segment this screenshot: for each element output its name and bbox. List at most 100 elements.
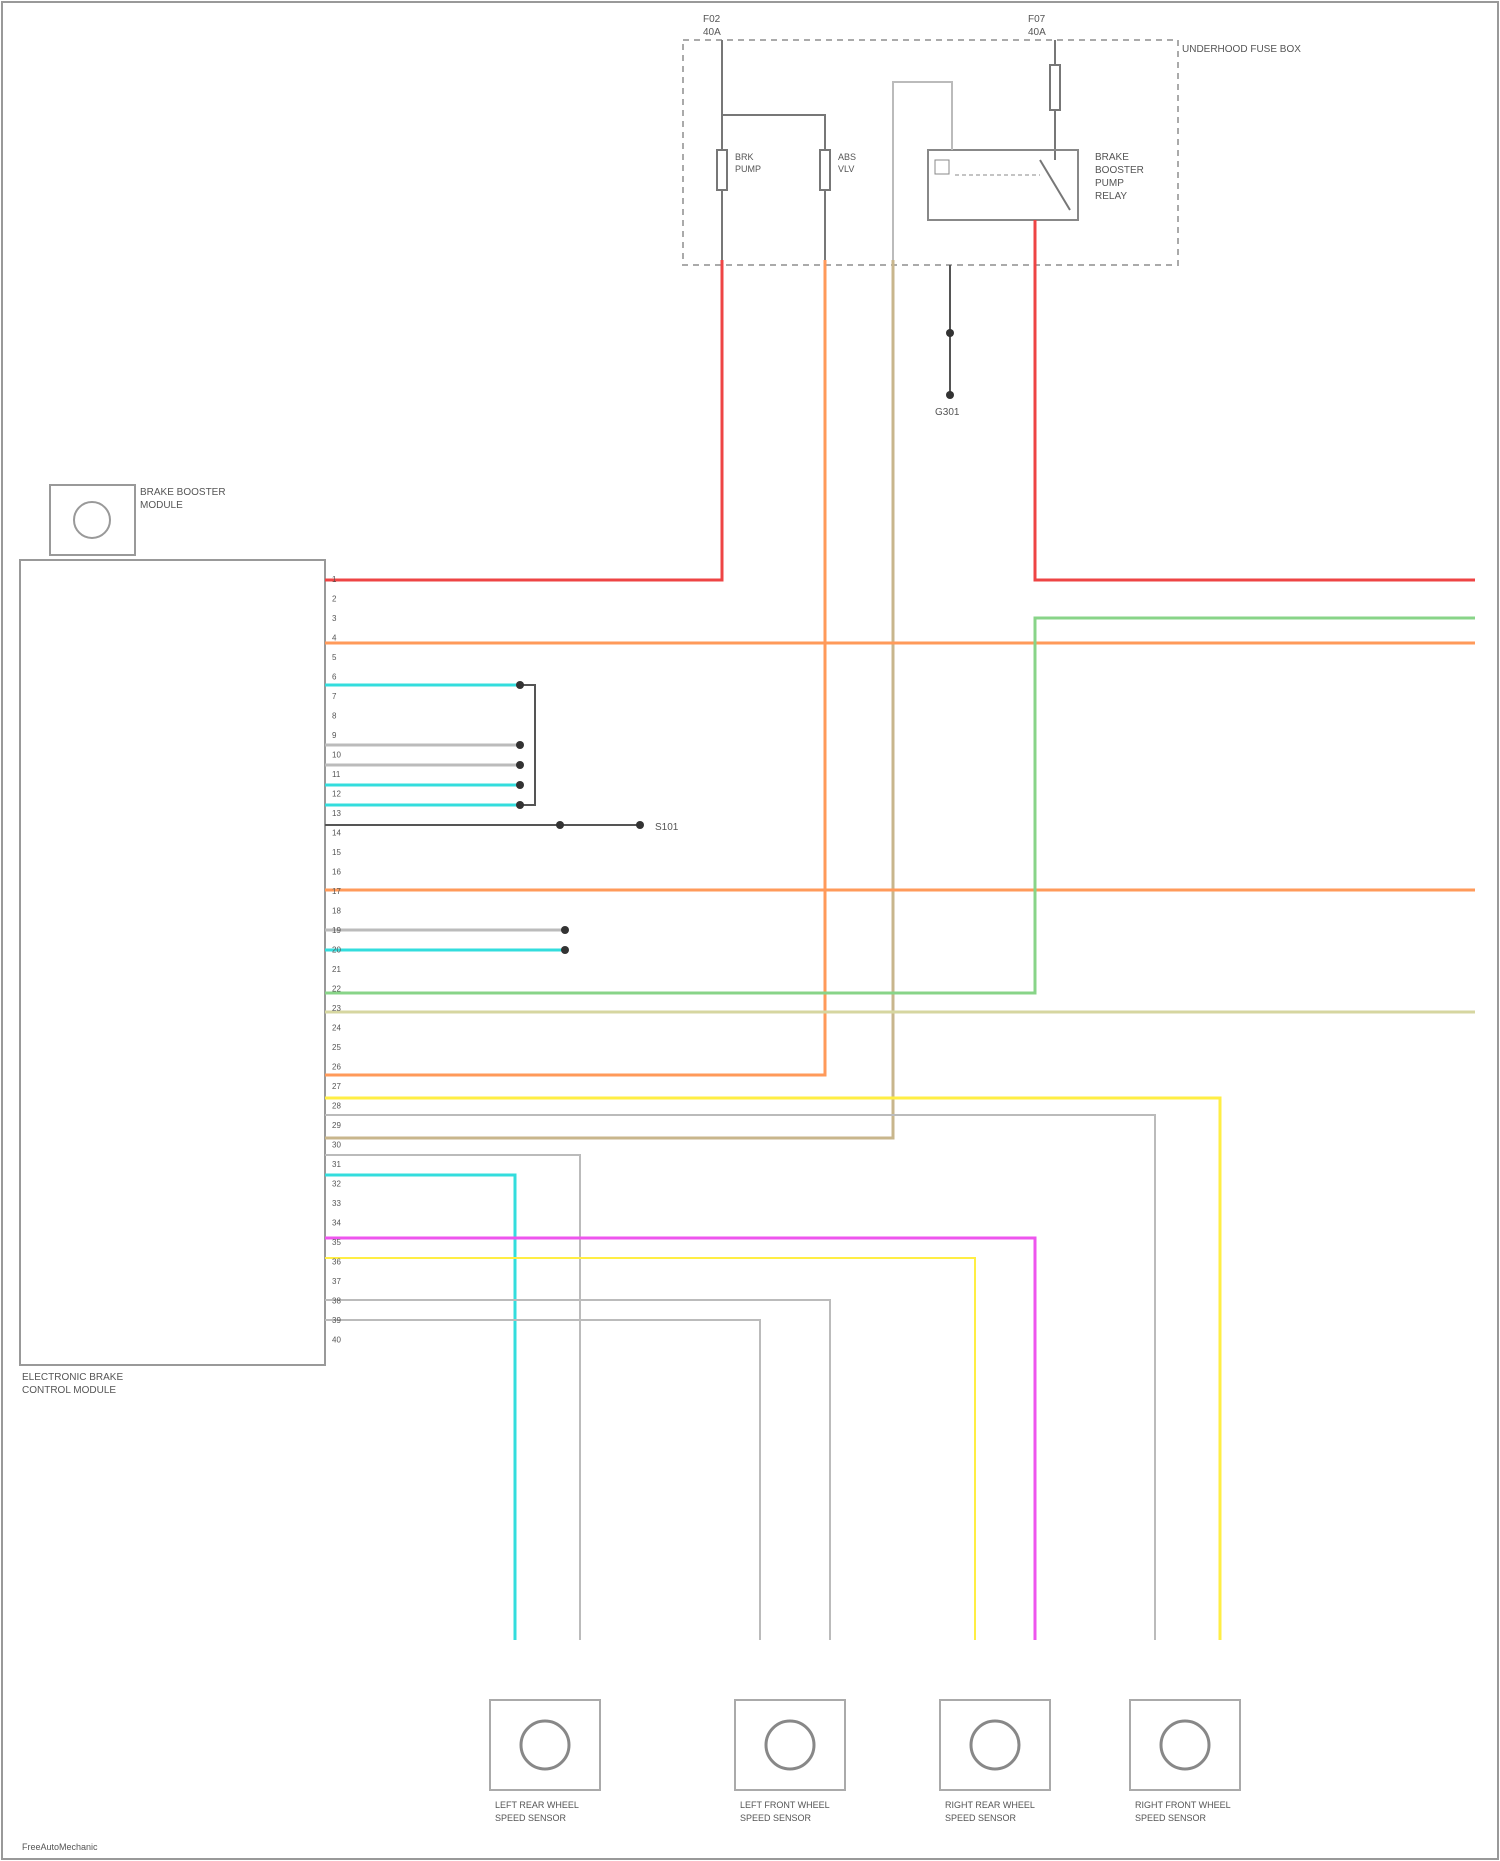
wheel-speed-sensor: RIGHT FRONT WHEEL SPEED SENSOR	[1130, 1700, 1240, 1823]
sensor-label: RIGHT FRONT WHEEL	[1135, 1800, 1231, 1810]
relay-icon	[928, 150, 1078, 220]
pin-number: 9	[332, 731, 337, 740]
fuse-right-label-2: 40A	[1028, 27, 1046, 38]
pin-number: 11	[332, 770, 341, 779]
pin-number: 34	[332, 1219, 341, 1228]
pin-number: 30	[332, 1141, 341, 1150]
pin-number: 32	[332, 1180, 341, 1189]
wheel-speed-sensor: RIGHT REAR WHEEL SPEED SENSOR	[940, 1700, 1050, 1823]
relay-label-1: BRAKE	[1095, 152, 1129, 163]
pin-number: 35	[332, 1238, 341, 1247]
brake-booster-module: BRAKE BOOSTER MODULE	[50, 485, 226, 555]
wire-cyan	[325, 1175, 515, 1640]
sensor-label: LEFT FRONT WHEEL	[740, 1800, 830, 1810]
relay-label-4: RELAY	[1095, 191, 1127, 202]
pin-number: 38	[332, 1297, 341, 1306]
small-module-label-2: MODULE	[140, 500, 183, 511]
pin-number: 37	[332, 1277, 341, 1286]
fuse-left-label-1: F02	[703, 14, 721, 25]
pin-number: 26	[332, 1063, 341, 1072]
pin-number: 40	[332, 1336, 341, 1345]
relay-label-3: PUMP	[1095, 178, 1124, 189]
pin-number: 29	[332, 1121, 341, 1130]
fuse-icon: ABS VLV	[820, 150, 856, 190]
watermark: FreeAutoMechanic	[22, 1842, 98, 1852]
wire-gray	[325, 1115, 1155, 1640]
sensor-label: SPEED SENSOR	[740, 1813, 812, 1823]
wire-gray	[325, 1155, 580, 1640]
module-label-1: ELECTRONIC BRAKE	[22, 1372, 123, 1383]
pin-number: 33	[332, 1199, 341, 1208]
ground-label: G301	[935, 407, 960, 418]
sensor-label: SPEED SENSOR	[495, 1813, 567, 1823]
pin-number: 36	[332, 1258, 341, 1267]
wheel-speed-sensor: LEFT FRONT WHEEL SPEED SENSOR	[735, 1700, 845, 1823]
sensor-label: SPEED SENSOR	[945, 1813, 1017, 1823]
pin-number: 10	[332, 751, 341, 760]
pin-number: 17	[332, 887, 341, 896]
pin-number: 8	[332, 712, 337, 721]
wire-magenta	[325, 1238, 1035, 1640]
wire-gray	[325, 1300, 830, 1640]
fuse-left-label-2: 40A	[703, 27, 721, 38]
pin-column: 1234567891011121314151617181920212223242…	[332, 575, 341, 1345]
pin-number: 2	[332, 595, 337, 604]
wire-yellow	[325, 1258, 975, 1640]
pin-number: 15	[332, 848, 341, 857]
sensor-icon	[1161, 1721, 1209, 1769]
pin-number: 28	[332, 1102, 341, 1111]
underhood-box-label: UNDERHOOD FUSE BOX	[1182, 44, 1301, 55]
svg-text:PUMP: PUMP	[735, 164, 761, 174]
pin-number: 39	[332, 1316, 341, 1325]
svg-text:VLV: VLV	[838, 164, 854, 174]
sensor-icon	[766, 1721, 814, 1769]
module-label-2: CONTROL MODULE	[22, 1385, 116, 1396]
sensor-icon	[521, 1721, 569, 1769]
pin-number: 22	[332, 985, 341, 994]
svg-text:BRK: BRK	[735, 152, 754, 162]
pin-number: 18	[332, 907, 341, 916]
pin-number: 23	[332, 1004, 341, 1013]
underhood-fuse-box: UNDERHOOD FUSE BOX F02 40A F07 40A BRK P…	[683, 14, 1301, 265]
pin-number: 19	[332, 926, 341, 935]
wheel-speed-sensor: LEFT REAR WHEEL SPEED SENSOR	[490, 1700, 600, 1823]
svg-text:ABS: ABS	[838, 152, 856, 162]
pin-number: 25	[332, 1043, 341, 1052]
pin-number: 6	[332, 673, 337, 682]
wire-tan	[325, 260, 893, 1138]
pin-number: 21	[332, 965, 341, 974]
fuse-icon: BRK PUMP	[717, 150, 761, 190]
wire-orange	[325, 260, 825, 1075]
sensor-icon	[971, 1721, 1019, 1769]
wire-red	[1035, 220, 1475, 580]
fuse-icon	[1050, 65, 1060, 110]
sensor-label: RIGHT REAR WHEEL	[945, 1800, 1035, 1810]
relay-label-2: BOOSTER	[1095, 165, 1144, 176]
pin-number: 20	[332, 946, 341, 955]
wire-yellow	[325, 1098, 1220, 1640]
pin-number: 3	[332, 614, 337, 623]
pin-number: 1	[332, 575, 337, 584]
pin-number: 12	[332, 790, 341, 799]
fuse-right-label-1: F07	[1028, 14, 1046, 25]
pin-number: 31	[332, 1160, 341, 1169]
wire-gray	[325, 1320, 760, 1640]
module-connector-icon	[74, 502, 110, 538]
sensor-label: LEFT REAR WHEEL	[495, 1800, 579, 1810]
splice-label: S101	[655, 822, 679, 833]
pin-number: 16	[332, 868, 341, 877]
pin-number: 13	[332, 809, 341, 818]
pin-number: 4	[332, 634, 337, 643]
sensor-label: SPEED SENSOR	[1135, 1813, 1207, 1823]
pin-number: 14	[332, 829, 341, 838]
pin-number: 5	[332, 653, 337, 662]
splice-node: S101	[516, 681, 679, 954]
wire-red	[325, 260, 722, 580]
small-module-label-1: BRAKE BOOSTER	[140, 487, 226, 498]
ebcm-module: ELECTRONIC BRAKE CONTROL MODULE	[20, 560, 325, 1396]
pin-number: 27	[332, 1082, 341, 1091]
pin-number: 24	[332, 1024, 341, 1033]
